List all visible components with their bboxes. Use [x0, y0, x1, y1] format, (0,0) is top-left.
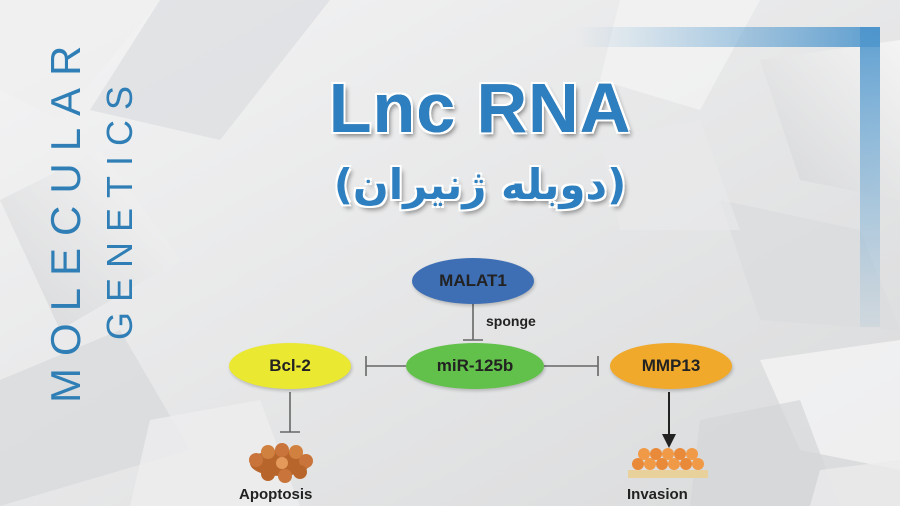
node-malat1: MALAT1	[412, 258, 534, 304]
apoptosis-cell-icon	[249, 443, 313, 483]
node-mir-125b: miR-125b	[406, 343, 544, 389]
page-subtitle: (دوبله ژنیران)	[333, 160, 627, 209]
outcome-label-apoptosis: Apoptosis	[239, 486, 313, 503]
node-mmp13: MMP13	[610, 343, 732, 389]
node-bcl-2: Bcl-2	[229, 343, 351, 389]
page-title: Lnc RNA	[328, 69, 632, 147]
invasion-cell-icon	[628, 448, 708, 478]
edge-mmp13-invasion-arrowhead	[662, 434, 676, 448]
outcome-label-invasion: Invasion	[627, 486, 688, 503]
edge-label-sponge: sponge	[486, 313, 536, 329]
